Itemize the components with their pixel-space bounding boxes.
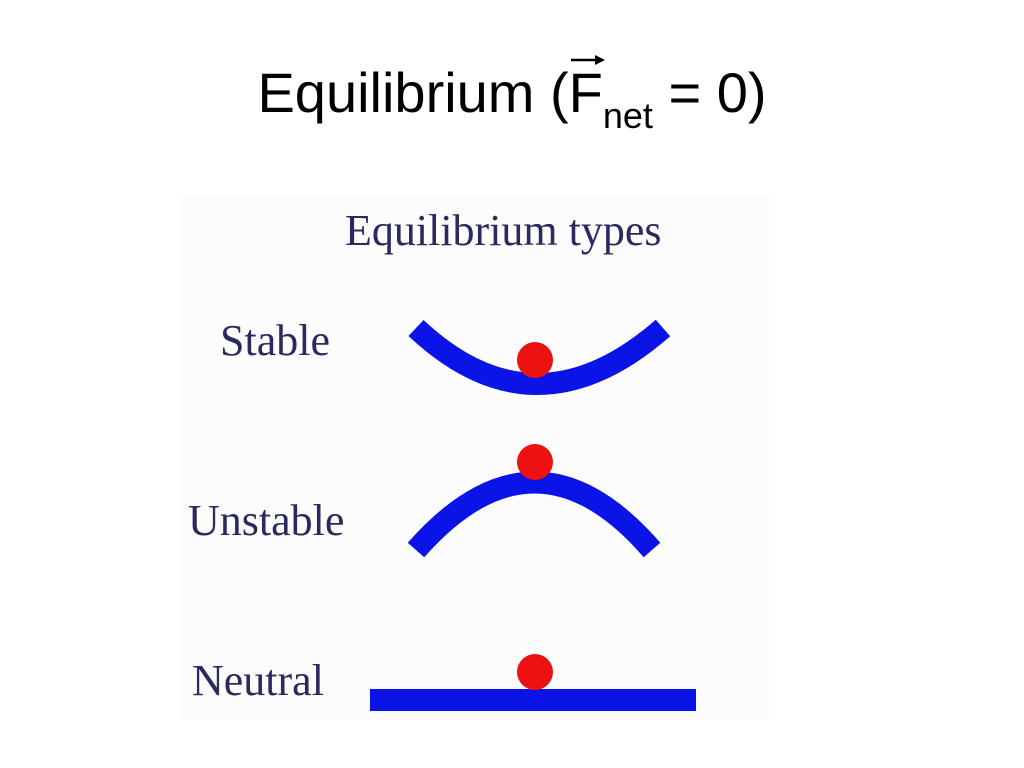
unstable-ball bbox=[517, 444, 553, 480]
unstable-arch bbox=[407, 471, 661, 558]
stable-label: Stable bbox=[220, 316, 330, 365]
neutral-ball bbox=[517, 654, 553, 690]
neutral-label: Neutral bbox=[192, 656, 324, 705]
neutral-surface bbox=[370, 689, 696, 711]
force-vector-symbol: F bbox=[568, 55, 605, 128]
diagram-heading: Equilibrium types bbox=[345, 206, 662, 255]
stable-ball bbox=[517, 342, 553, 378]
title-suffix: = 0) bbox=[652, 61, 767, 124]
slide-title: Equilibrium (Fnet = 0) bbox=[0, 55, 1024, 136]
unstable-label: Unstable bbox=[188, 496, 345, 545]
stable-bowl bbox=[408, 319, 671, 395]
title-text: Equilibrium ( bbox=[257, 61, 569, 124]
vector-subscript: net bbox=[602, 95, 653, 136]
vector-letter: F bbox=[568, 61, 603, 124]
vector-arrow-icon bbox=[570, 55, 605, 65]
equilibrium-shapes bbox=[370, 319, 696, 711]
equilibrium-types-diagram: Equilibrium types Stable Unstable Neutra… bbox=[180, 195, 770, 720]
